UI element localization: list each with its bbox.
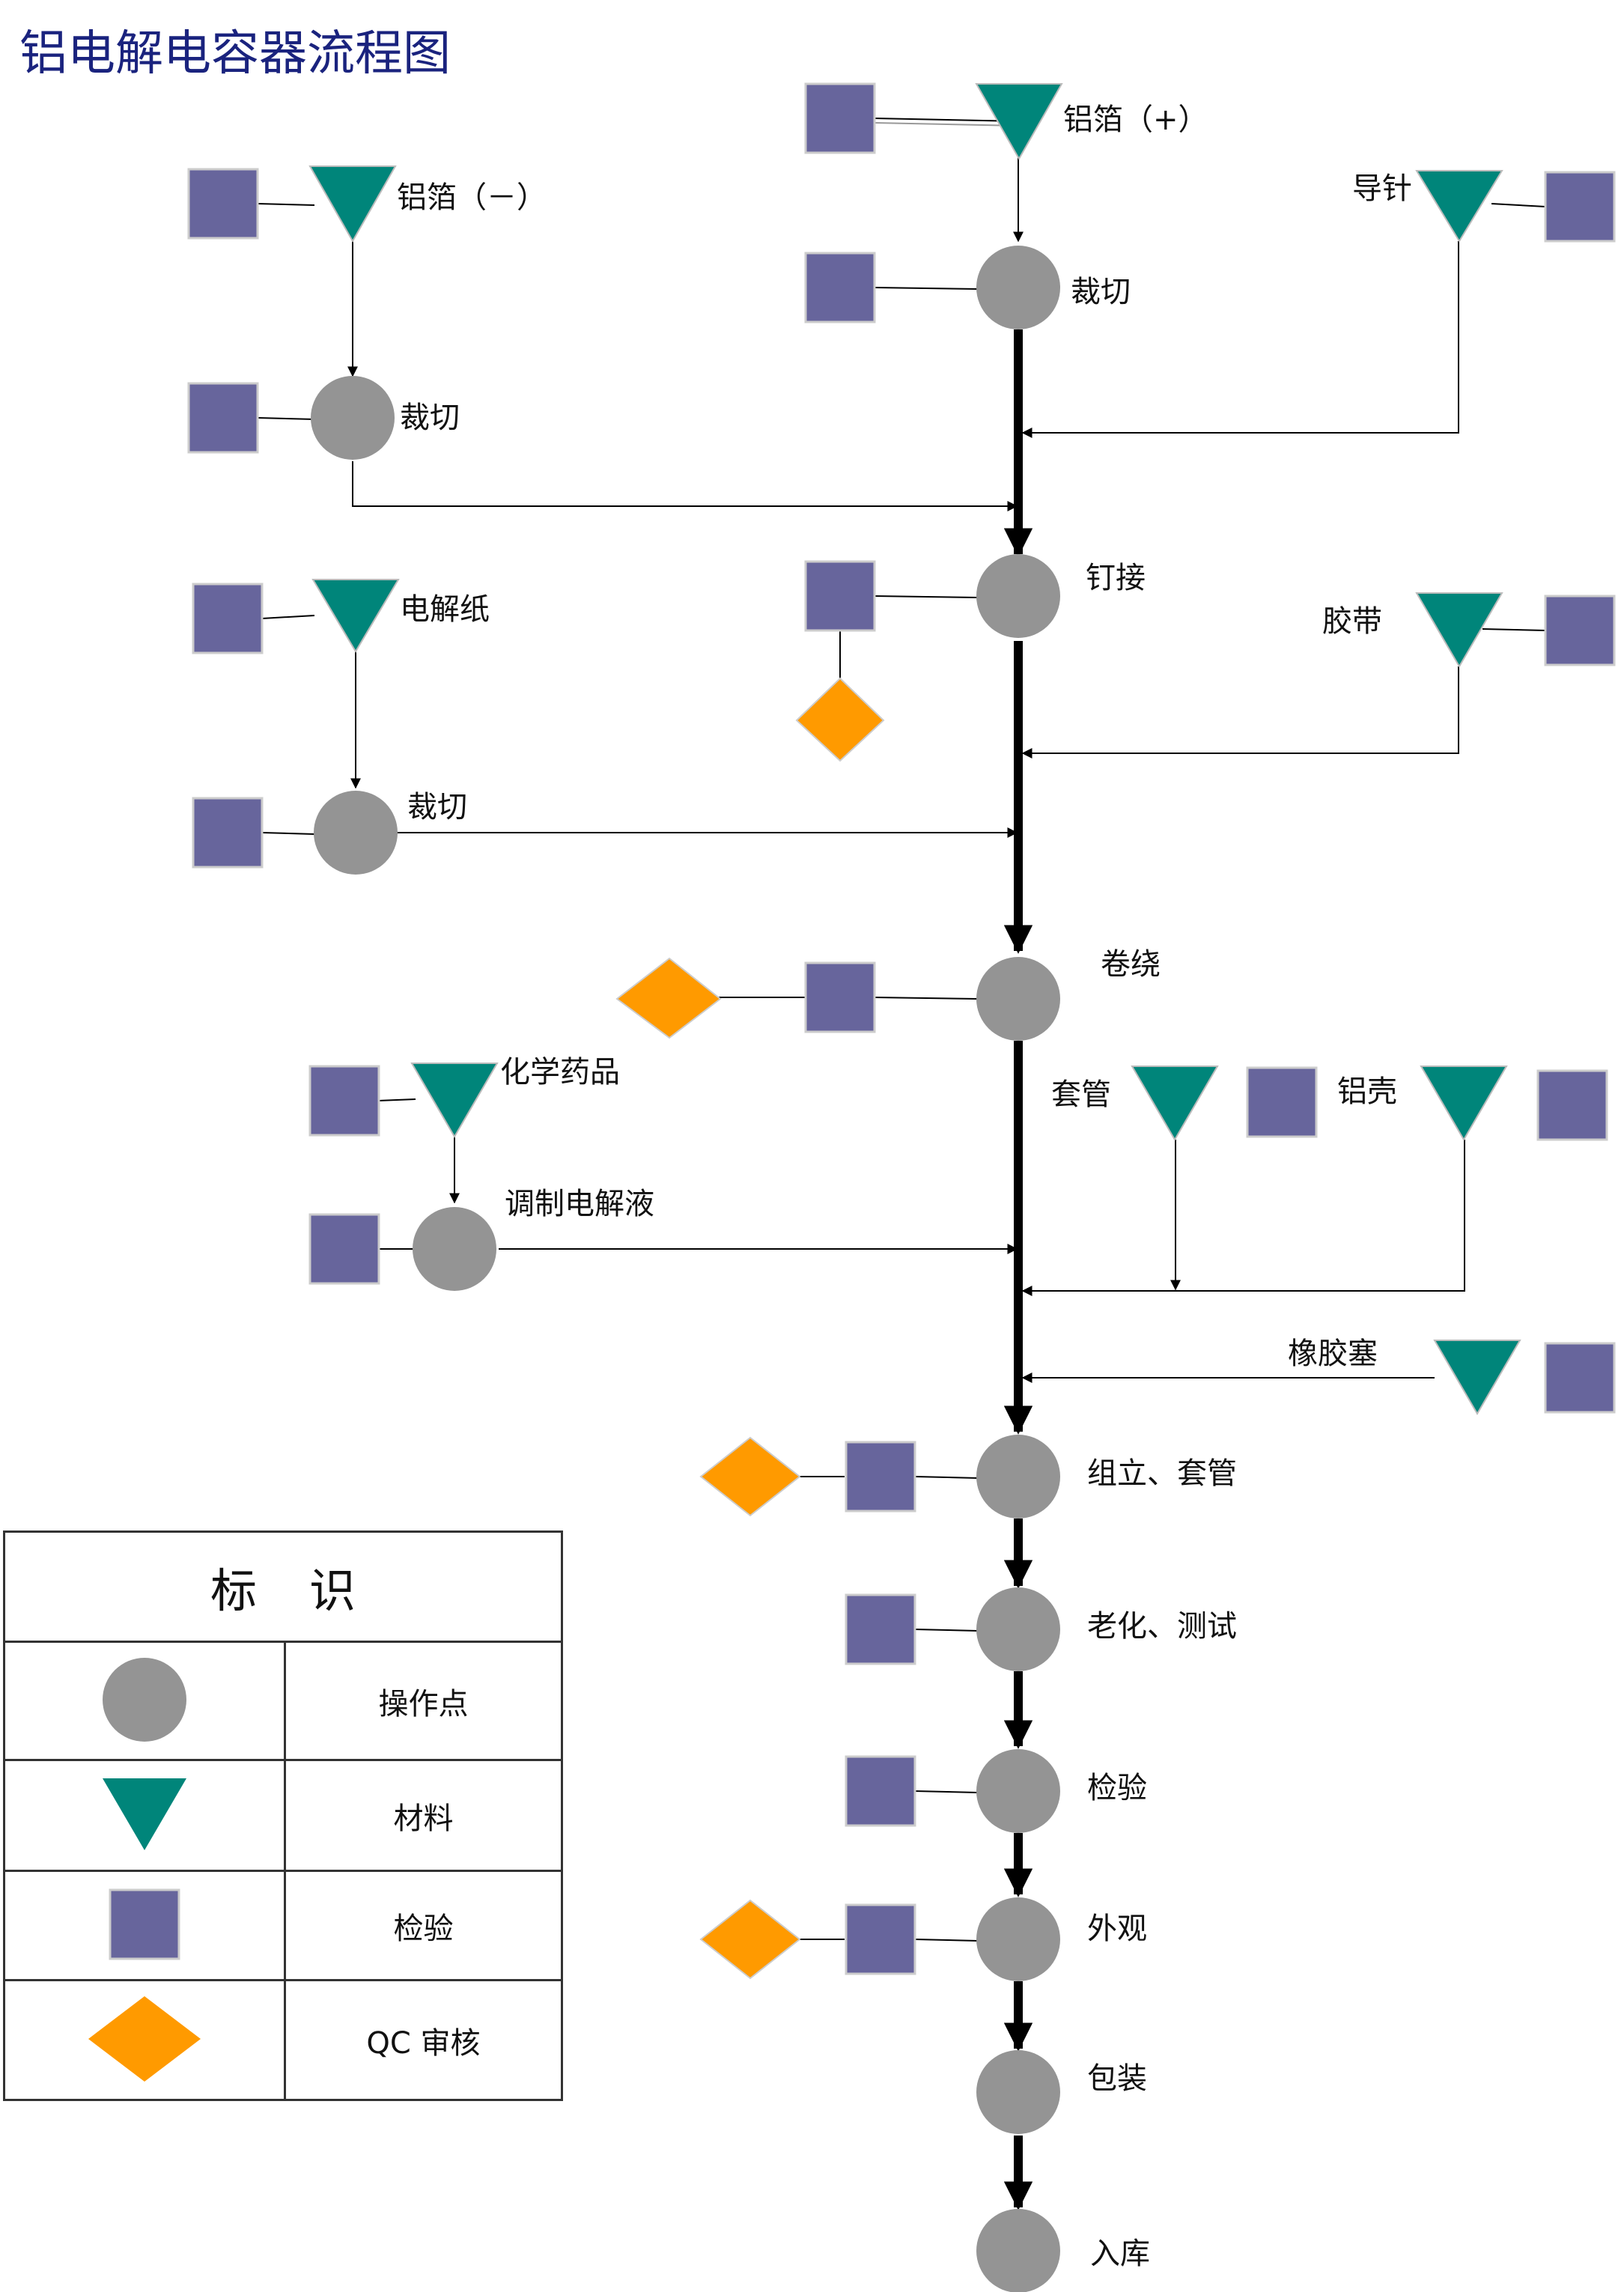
label-tape: 胶带 <box>1322 604 1382 639</box>
legend-symbol-cell <box>3 1979 286 2101</box>
inspection-square <box>1544 1342 1616 1414</box>
inspection-square <box>845 1593 916 1665</box>
label-cut-neg: 裁切 <box>400 401 460 435</box>
inspection-squares <box>187 82 1616 1975</box>
operation-circle <box>976 1749 1060 1833</box>
material-triangle <box>975 83 1063 161</box>
operation-circle <box>976 1435 1060 1519</box>
label-nail-join: 钉接 <box>1086 561 1146 595</box>
operation-circles <box>311 246 1060 2292</box>
operation-circle <box>976 2050 1060 2134</box>
legend-label-qc: QC 审核 <box>284 1979 563 2101</box>
material-triangle <box>1131 1066 1219 1141</box>
qc-diamonds <box>615 677 885 1980</box>
label-aging-test: 老化、测试 <box>1087 1609 1237 1644</box>
inspection-square <box>804 252 876 323</box>
legend-label-operation: 操作点 <box>284 1641 563 1761</box>
legend-header: 标识 <box>3 1530 563 1643</box>
legend-symbol-cell <box>3 1759 286 1872</box>
inspection-square <box>845 1755 916 1827</box>
material-triangle <box>308 165 397 243</box>
legend: 标识 操作点 材料 检验 <box>3 1530 563 2101</box>
inspection-square <box>192 797 264 869</box>
material-triangle <box>1415 170 1503 243</box>
label-appearance: 外观 <box>1087 1912 1147 1946</box>
legend-square-icon <box>109 1888 180 1960</box>
inspection-square <box>308 1213 380 1285</box>
legend-triangle-icon <box>103 1778 186 1850</box>
inspection-square <box>308 1065 380 1137</box>
material-triangle <box>311 579 400 653</box>
label-al-foil-pos: 铝箔（+） <box>1063 103 1208 137</box>
inspection-square <box>1544 595 1616 666</box>
operation-circle <box>976 1897 1060 1981</box>
material-triangle <box>1433 1340 1521 1415</box>
qc-diamond <box>699 1436 801 1517</box>
label-electrolytic-paper: 电解纸 <box>400 592 490 627</box>
label-cut-pos: 裁切 <box>1071 275 1131 309</box>
operation-circle <box>976 554 1060 638</box>
inspection-square <box>187 168 259 240</box>
inspection-square <box>1246 1066 1318 1138</box>
operation-circle <box>413 1207 496 1291</box>
label-winding: 卷绕 <box>1101 947 1161 982</box>
inspection-square <box>1544 171 1616 243</box>
qc-diamond <box>795 677 885 762</box>
page-title: 铝电解电容器流程图 <box>19 26 451 82</box>
inspection-square <box>187 382 259 454</box>
legend-label-inspection: 检验 <box>284 1870 563 1981</box>
label-cut-paper: 裁切 <box>407 790 467 824</box>
label-prepare-electrolyte: 调制电解液 <box>505 1187 654 1221</box>
label-al-case: 铝壳 <box>1337 1074 1397 1109</box>
legend-symbol-cell <box>3 1870 286 1981</box>
material-triangles <box>308 83 1521 1415</box>
inspection-square <box>845 1903 916 1975</box>
label-packaging: 包装 <box>1087 2061 1147 2096</box>
qc-diamond <box>699 1899 801 1980</box>
connector-lines <box>257 118 1615 1942</box>
label-warehousing: 入库 <box>1090 2237 1150 2271</box>
label-inspection: 检验 <box>1087 1771 1147 1805</box>
inspection-square <box>845 1441 916 1513</box>
material-triangle <box>410 1063 499 1138</box>
inspection-square <box>804 82 876 154</box>
legend-symbol-cell <box>3 1641 286 1761</box>
label-al-foil-neg: 铝箔（－） <box>397 180 547 215</box>
label-assembly: 组立、套管 <box>1087 1456 1237 1491</box>
operation-circle <box>976 957 1060 1041</box>
material-triangle <box>1420 1066 1508 1141</box>
inspection-square <box>804 961 876 1033</box>
operation-circle <box>976 2209 1060 2292</box>
label-lead-pin: 导针 <box>1352 171 1412 206</box>
label-chemicals: 化学药品 <box>500 1055 620 1089</box>
label-rubber-plug: 橡胶塞 <box>1288 1337 1378 1371</box>
operation-circle <box>976 246 1060 329</box>
legend-diamond-icon <box>88 1995 201 2082</box>
inspection-square <box>1536 1069 1608 1141</box>
legend-circle-icon <box>103 1657 186 1742</box>
operation-circle <box>976 1587 1060 1671</box>
operation-circle <box>314 791 398 875</box>
material-triangle <box>1415 592 1503 668</box>
legend-label-material: 材料 <box>284 1759 563 1872</box>
operation-circle <box>311 376 395 460</box>
inspection-square <box>804 560 876 632</box>
qc-diamond <box>615 957 722 1039</box>
label-sleeve: 套管 <box>1051 1077 1111 1112</box>
inspection-square <box>192 583 264 654</box>
